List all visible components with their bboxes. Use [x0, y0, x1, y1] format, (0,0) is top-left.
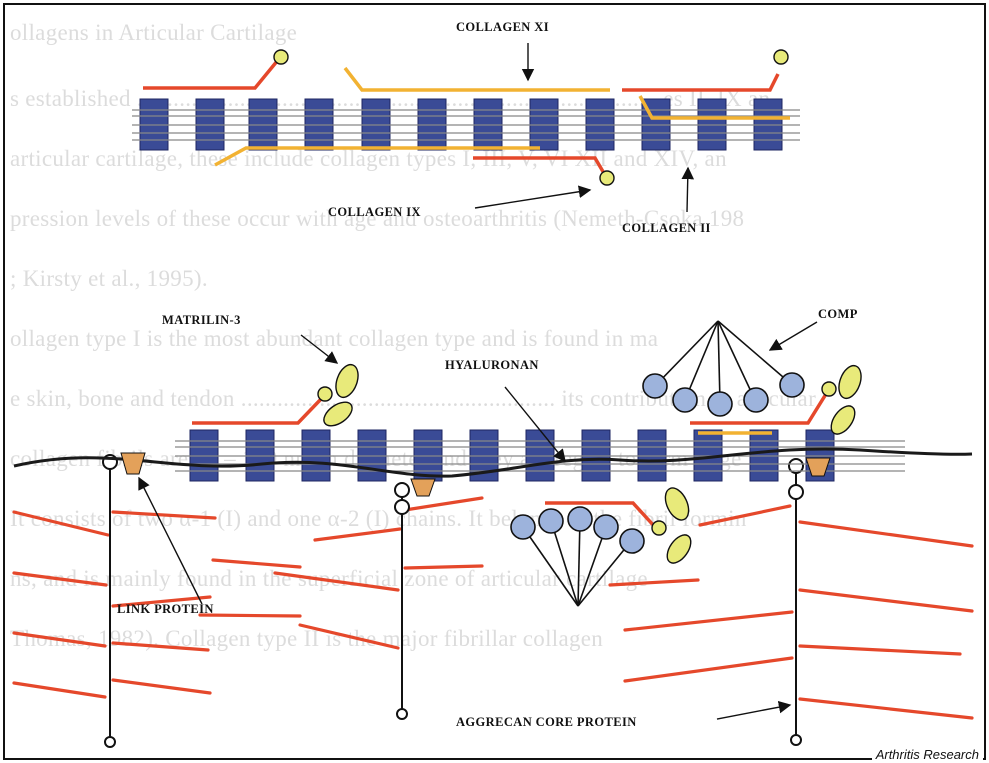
gag-chain [275, 573, 398, 590]
matrilin-3-subunit [661, 484, 693, 523]
gag-chain [625, 612, 792, 630]
gag-chain [113, 512, 215, 518]
label-hyaluronan: HYALURONAN [445, 358, 539, 372]
aggrecan-g1-domain [395, 483, 409, 497]
label-aggrecan-core-protein: AGGRECAN CORE PROTEIN [456, 715, 637, 729]
aggrecan-g3-domain [791, 735, 801, 745]
label-matrilin-3: MATRILIN-3 [162, 313, 241, 327]
comp-head [708, 392, 732, 416]
gag-chain [700, 506, 790, 525]
collagen-ii-fibril-top [132, 50, 800, 185]
label-comp: COMP [818, 307, 858, 321]
collagen-ix-nc4-domain [774, 50, 788, 64]
collagen-ix-nc4-domain [822, 382, 836, 396]
matrilin-3-subunit [332, 362, 362, 401]
aggrecan-g3-domain [397, 709, 407, 719]
aggrecan-g2-domain [395, 500, 409, 514]
comp-head [568, 507, 592, 531]
comp-pentamer [643, 321, 804, 416]
gag-chain [800, 590, 972, 611]
gag-chain [200, 615, 300, 616]
gag-chain [625, 658, 792, 681]
collagen-ix-nc4-domain [274, 50, 288, 64]
comp-head [643, 374, 667, 398]
label-collagen-xi: COLLAGEN XI [456, 20, 549, 34]
comp-head [673, 388, 697, 412]
comp-pentamer [511, 507, 644, 606]
gag-chain [315, 529, 400, 540]
aggrecan-g2-domain [789, 485, 803, 499]
gag-chain [113, 680, 210, 693]
gag-chain [610, 580, 698, 585]
gag-chain [14, 683, 105, 697]
comp-head [744, 388, 768, 412]
collagen-ix-nc4-domain [318, 387, 332, 401]
comp-head [620, 529, 644, 553]
gag-chain [300, 625, 398, 648]
gag-chain [405, 566, 482, 568]
gag-chain [14, 633, 105, 646]
label-collagen-ix: COLLAGEN IX [328, 205, 421, 219]
gag-chain [800, 522, 972, 546]
comp-head [594, 515, 618, 539]
collagen-ix-nc4-domain [600, 171, 614, 185]
matrilin-3-subunit [662, 531, 695, 568]
link-protein [121, 453, 145, 474]
comp-head [780, 373, 804, 397]
figure-credit: Arthritis Research [872, 746, 983, 762]
gag-chain [405, 498, 482, 510]
label-link-protein: LINK PROTEIN [117, 602, 214, 616]
gag-chain [800, 699, 972, 718]
link-protein [411, 479, 435, 496]
matrilin-3-subunit [835, 363, 865, 402]
comp-head [511, 515, 535, 539]
label-collagen-ii: COLLAGEN II [622, 221, 711, 235]
gag-chain [800, 646, 960, 654]
gag-chain [213, 560, 300, 567]
aggrecan-core-proteins [103, 455, 803, 747]
matrilin-3-subunit [320, 397, 357, 430]
aggrecan-g3-domain [105, 737, 115, 747]
gag-chain [14, 512, 108, 535]
gag-chain [14, 573, 106, 585]
collagen-ix-nc4-domain [652, 521, 666, 535]
comp-head [539, 509, 563, 533]
gag-chain [113, 643, 208, 650]
